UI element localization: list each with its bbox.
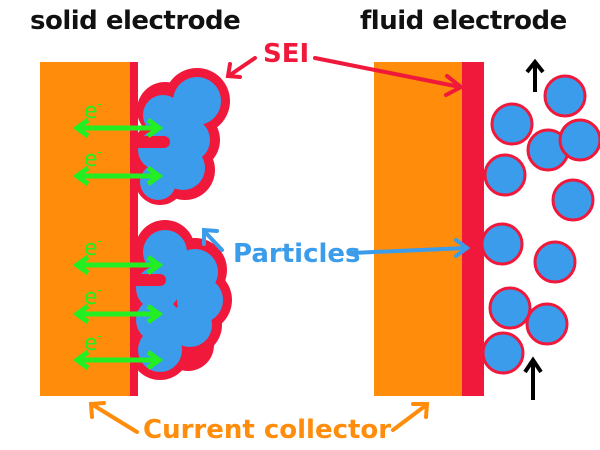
solid-electrode: e-e-e-e-e- — [40, 62, 232, 396]
solid-electrode-title: solid electrode — [30, 6, 241, 36]
electron-label: e- — [84, 145, 102, 172]
flow-arrow-up-bottom — [523, 356, 543, 400]
electron-transfer-arrow: e- — [72, 329, 164, 371]
fluid-particle — [551, 178, 595, 222]
electron-label: e- — [84, 234, 102, 261]
electron-label: e- — [84, 329, 102, 356]
fluid-particle — [480, 222, 524, 266]
electron-transfer-arrow: e- — [72, 283, 164, 325]
fluid-particle — [483, 153, 527, 197]
fluid-particle — [481, 331, 525, 375]
fluid-electrode-title: fluid electrode — [360, 6, 567, 36]
fluid-particle — [543, 74, 587, 118]
fluid-current-collector — [374, 62, 464, 396]
sei-finger — [130, 274, 166, 286]
sei-pointer-right — [313, 56, 465, 97]
particles-label: Particles — [233, 239, 361, 269]
fluid-particles — [480, 74, 600, 375]
electron-arrows: e-e-e-e-e- — [72, 97, 164, 371]
fluid-particle — [488, 286, 532, 330]
particles-pointer-left — [202, 227, 224, 252]
fluid-particle — [533, 240, 577, 284]
sei-label: SEI — [263, 39, 309, 69]
sei-pointer-left — [225, 56, 257, 79]
fluid-particle — [525, 302, 569, 346]
particle — [173, 77, 221, 125]
sei-finger — [130, 136, 170, 148]
flow-arrow-up-top — [525, 58, 545, 92]
electron-transfer-arrow: e- — [72, 97, 164, 139]
particles-pointer-right — [350, 238, 471, 258]
electron-transfer-arrow: e- — [72, 234, 164, 276]
particle — [140, 164, 176, 200]
fluid-particle — [558, 118, 600, 162]
electron-transfer-arrow: e- — [72, 145, 164, 187]
fluid-particle — [490, 102, 534, 146]
collector-pointer-right — [391, 402, 430, 432]
particle — [138, 328, 182, 372]
electron-label: e- — [84, 283, 102, 310]
electron-label: e- — [84, 97, 102, 124]
particle — [168, 303, 212, 347]
solid-current-collector — [40, 62, 130, 396]
fluid-electrode — [374, 58, 600, 400]
current-collector-label: Current collector — [143, 415, 391, 445]
fluid-sei-layer — [462, 62, 484, 396]
collector-pointer-left — [88, 401, 139, 434]
